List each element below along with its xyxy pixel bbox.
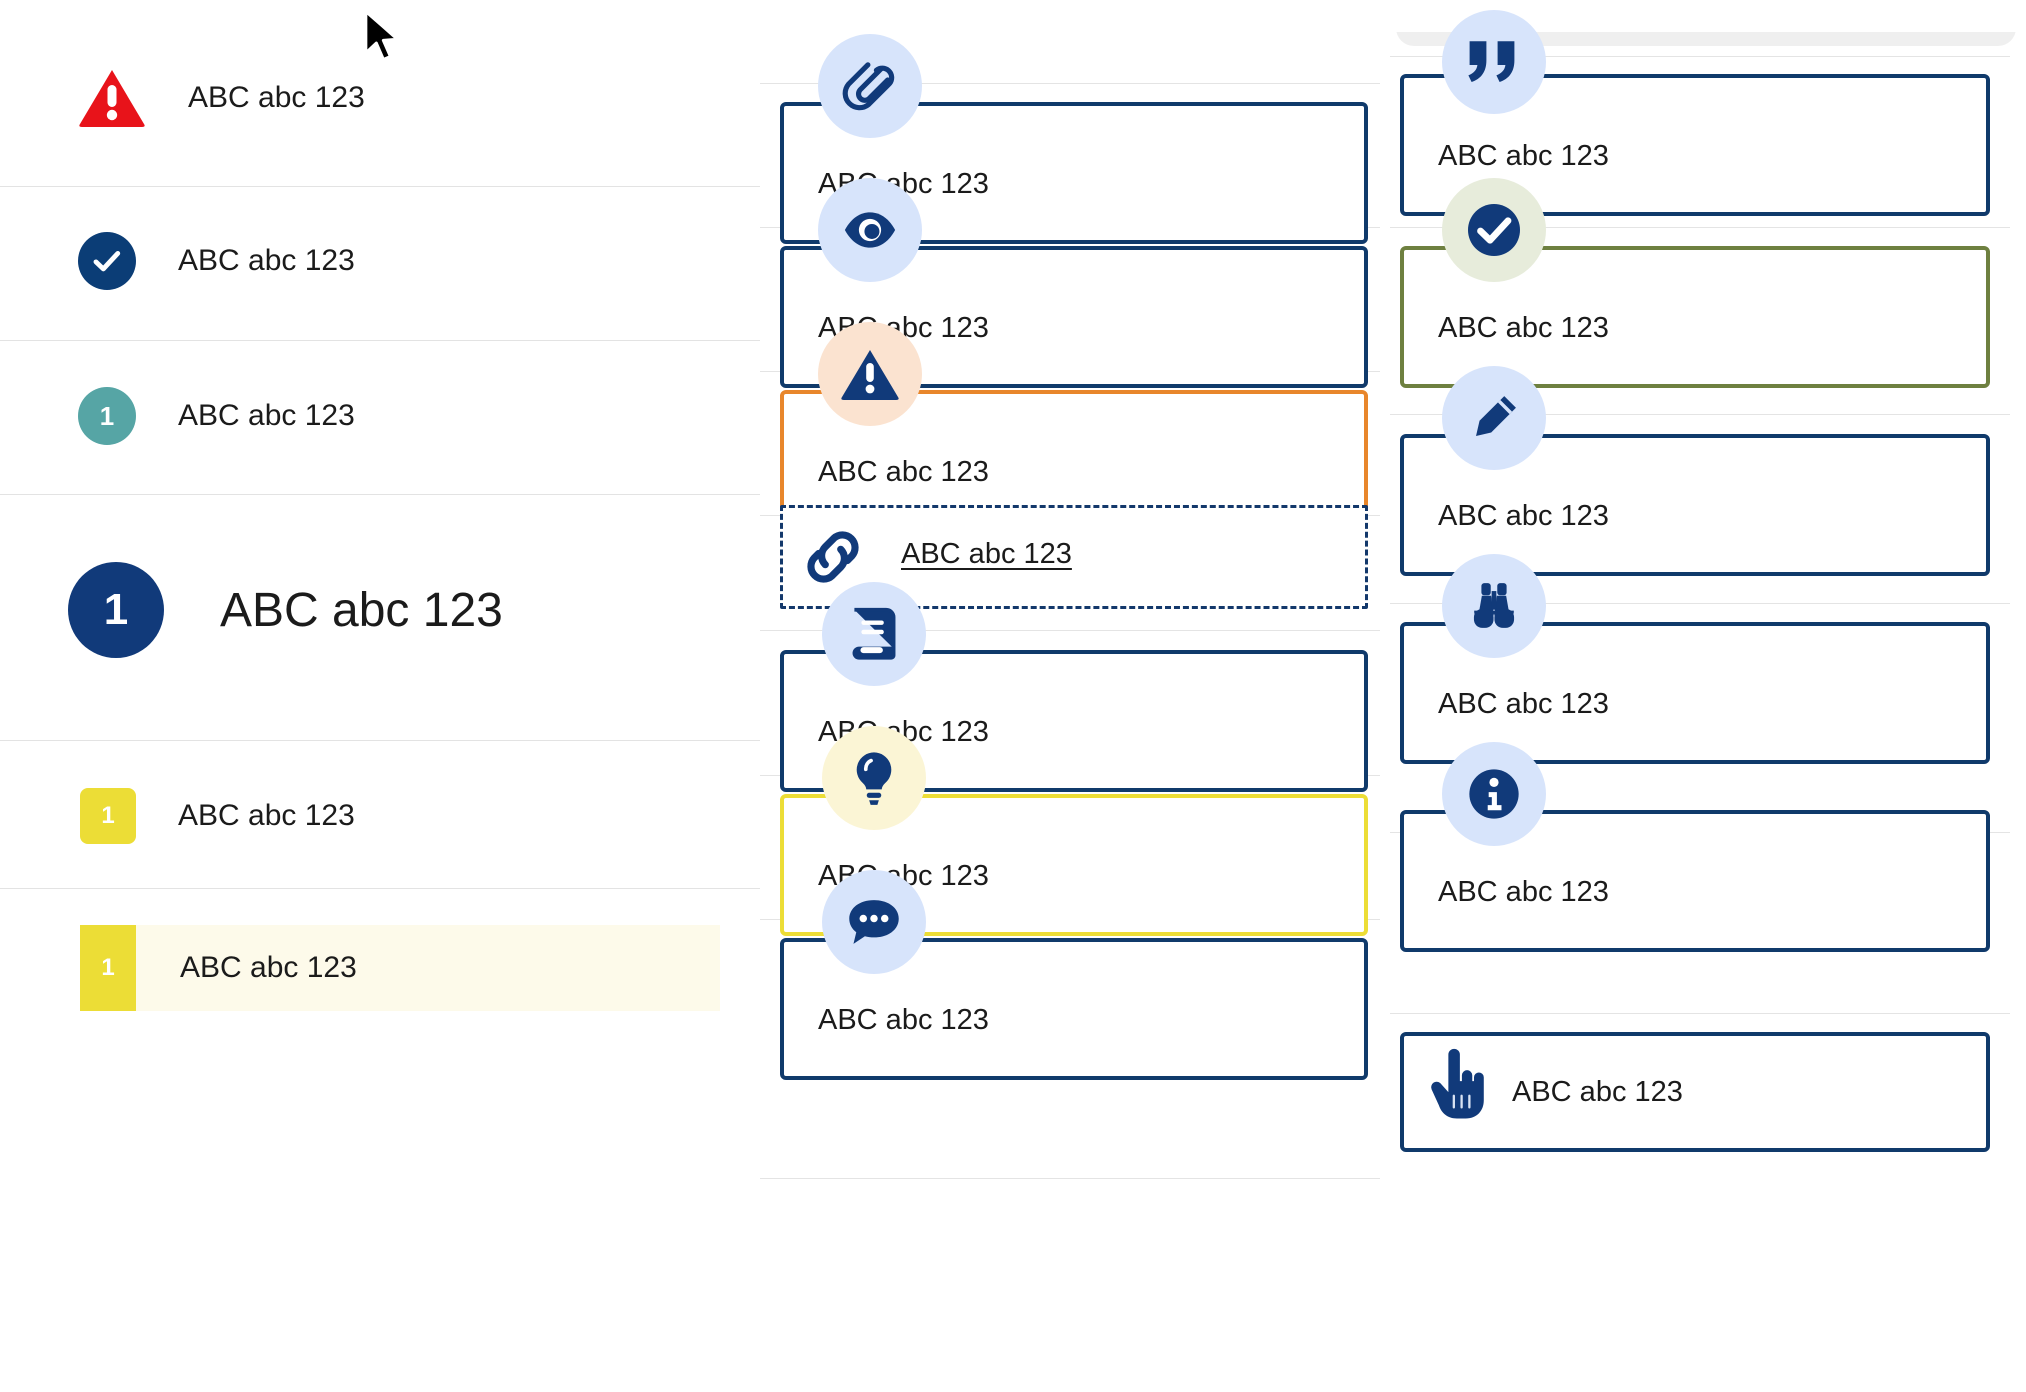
pencil-icon	[1442, 366, 1546, 470]
column-divider	[1390, 1013, 2010, 1014]
column-divider	[760, 630, 1380, 631]
chat-bubble-icon	[822, 870, 926, 974]
warning-triangle-icon	[78, 68, 146, 128]
card-label: ABC abc 123	[1438, 876, 1609, 908]
sidebar-item-active-step[interactable]: 1 ABC abc 123	[80, 925, 720, 1011]
sidebar-item-label: ABC abc 123	[180, 951, 357, 984]
sidebar-item-label: ABC abc 123	[188, 81, 365, 114]
card-label: ABC abc 123	[1438, 500, 1609, 532]
sidebar-item-teal-step[interactable]: 1 ABC abc 123	[0, 380, 760, 452]
book-icon	[822, 582, 926, 686]
card-label: ABC abc 123	[1512, 1076, 1683, 1108]
column-divider	[760, 1178, 1380, 1179]
card-label: ABC abc 123	[818, 456, 989, 488]
card-link-label[interactable]: ABC abc 123	[901, 538, 1072, 570]
sidebar-divider	[0, 494, 760, 495]
column-divider	[1390, 603, 2010, 604]
sidebar-item-label: ABC abc 123	[178, 244, 355, 277]
sidebar-item-note-step[interactable]: 1 ABC abc 123	[0, 780, 760, 852]
badge-number: 1	[101, 954, 115, 981]
card-info[interactable]: ABC abc 123	[1400, 810, 1990, 952]
quotation-marks-icon	[1442, 10, 1546, 114]
sidebar-divider	[0, 740, 760, 741]
card-label: ABC abc 123	[818, 1004, 989, 1036]
badge-number: 1	[99, 400, 115, 431]
paperclip-icon	[818, 34, 922, 138]
check-circle-icon	[78, 232, 136, 290]
badge-number: 1	[103, 585, 129, 634]
numbered-circle-icon: 1	[78, 387, 136, 445]
column-divider	[1390, 414, 2010, 415]
column-divider	[1390, 227, 2010, 228]
sidebar-item-success[interactable]: ABC abc 123	[0, 225, 760, 297]
badge-number: 1	[101, 802, 115, 829]
column-divider	[760, 83, 1380, 84]
sidebar-item-primary-step[interactable]: 1 ABC abc 123	[0, 555, 760, 665]
eye-icon	[818, 178, 922, 282]
sidebar-item-alert[interactable]: ABC abc 123	[0, 62, 760, 134]
sidebar-divider	[0, 340, 760, 341]
sidebar-divider	[0, 186, 760, 187]
numbered-circle-icon: 1	[68, 562, 164, 658]
card-action[interactable]: ABC abc 123	[1400, 1032, 1990, 1152]
info-circle-icon	[1442, 742, 1546, 846]
column-divider	[1390, 56, 2010, 57]
sidebar-item-label: ABC abc 123	[178, 399, 355, 432]
sidebar: ABC abc 123 ABC abc 123 1 ABC abc 123 1 …	[0, 0, 760, 1392]
chain-link-icon	[800, 524, 866, 595]
card-label: ABC abc 123	[1438, 140, 1609, 172]
card-label: ABC abc 123	[1438, 312, 1609, 344]
numbered-square-icon: 1	[80, 788, 136, 844]
pointing-hand-icon	[1428, 1048, 1486, 1125]
binoculars-icon	[1442, 554, 1546, 658]
card-label: ABC abc 123	[1438, 688, 1609, 720]
sidebar-item-label: ABC abc 123	[220, 583, 503, 637]
sidebar-divider	[0, 888, 760, 889]
check-circle-icon	[1442, 178, 1546, 282]
numbered-square-icon: 1	[80, 925, 136, 1011]
warning-triangle-icon	[818, 322, 922, 426]
mouse-cursor	[362, 8, 404, 71]
lightbulb-icon	[822, 726, 926, 830]
sidebar-item-label: ABC abc 123	[178, 799, 355, 832]
